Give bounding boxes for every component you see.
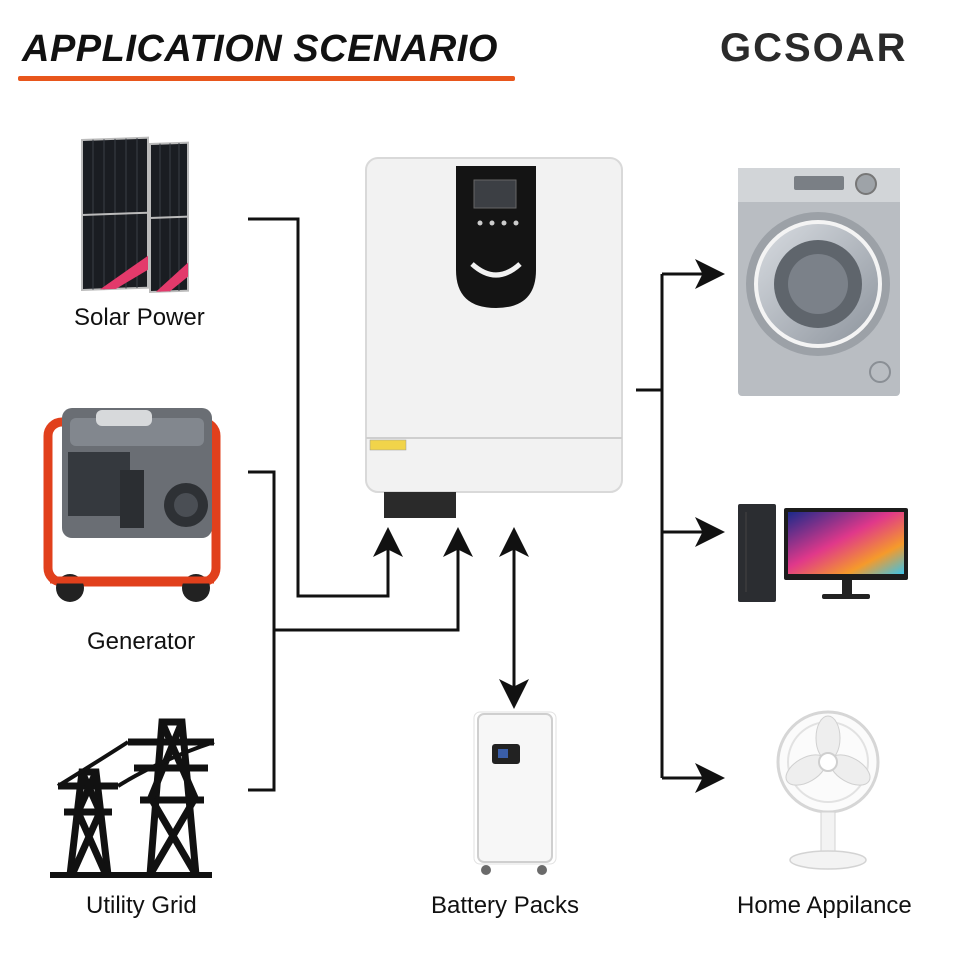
desktop-computer-icon: [738, 504, 908, 602]
title-underline: [18, 76, 515, 81]
home-appliance-label: Home Appilance: [737, 892, 912, 919]
desk-fan-icon: [776, 710, 880, 870]
battery-packs-label: Battery Packs: [431, 892, 580, 919]
grid-connector: [274, 527, 473, 632]
brand-logo: GCSOAR: [720, 26, 908, 70]
generator-connector: [248, 470, 276, 792]
generator-label: Generator: [87, 628, 196, 655]
generator-icon: [43, 408, 221, 602]
solar-connector: [248, 217, 403, 598]
page-title: APPLICATION SCENARIO: [22, 28, 498, 70]
solar-panel-icon: [81, 136, 189, 294]
utility-grid-label: Utility Grid: [86, 892, 197, 919]
inverter-icon: [365, 157, 623, 518]
transmission-tower-icon: [50, 718, 215, 878]
battery-pack-icon: [473, 711, 557, 875]
solar-power-label: Solar Power: [74, 304, 205, 331]
washing-machine-icon: [738, 168, 900, 396]
